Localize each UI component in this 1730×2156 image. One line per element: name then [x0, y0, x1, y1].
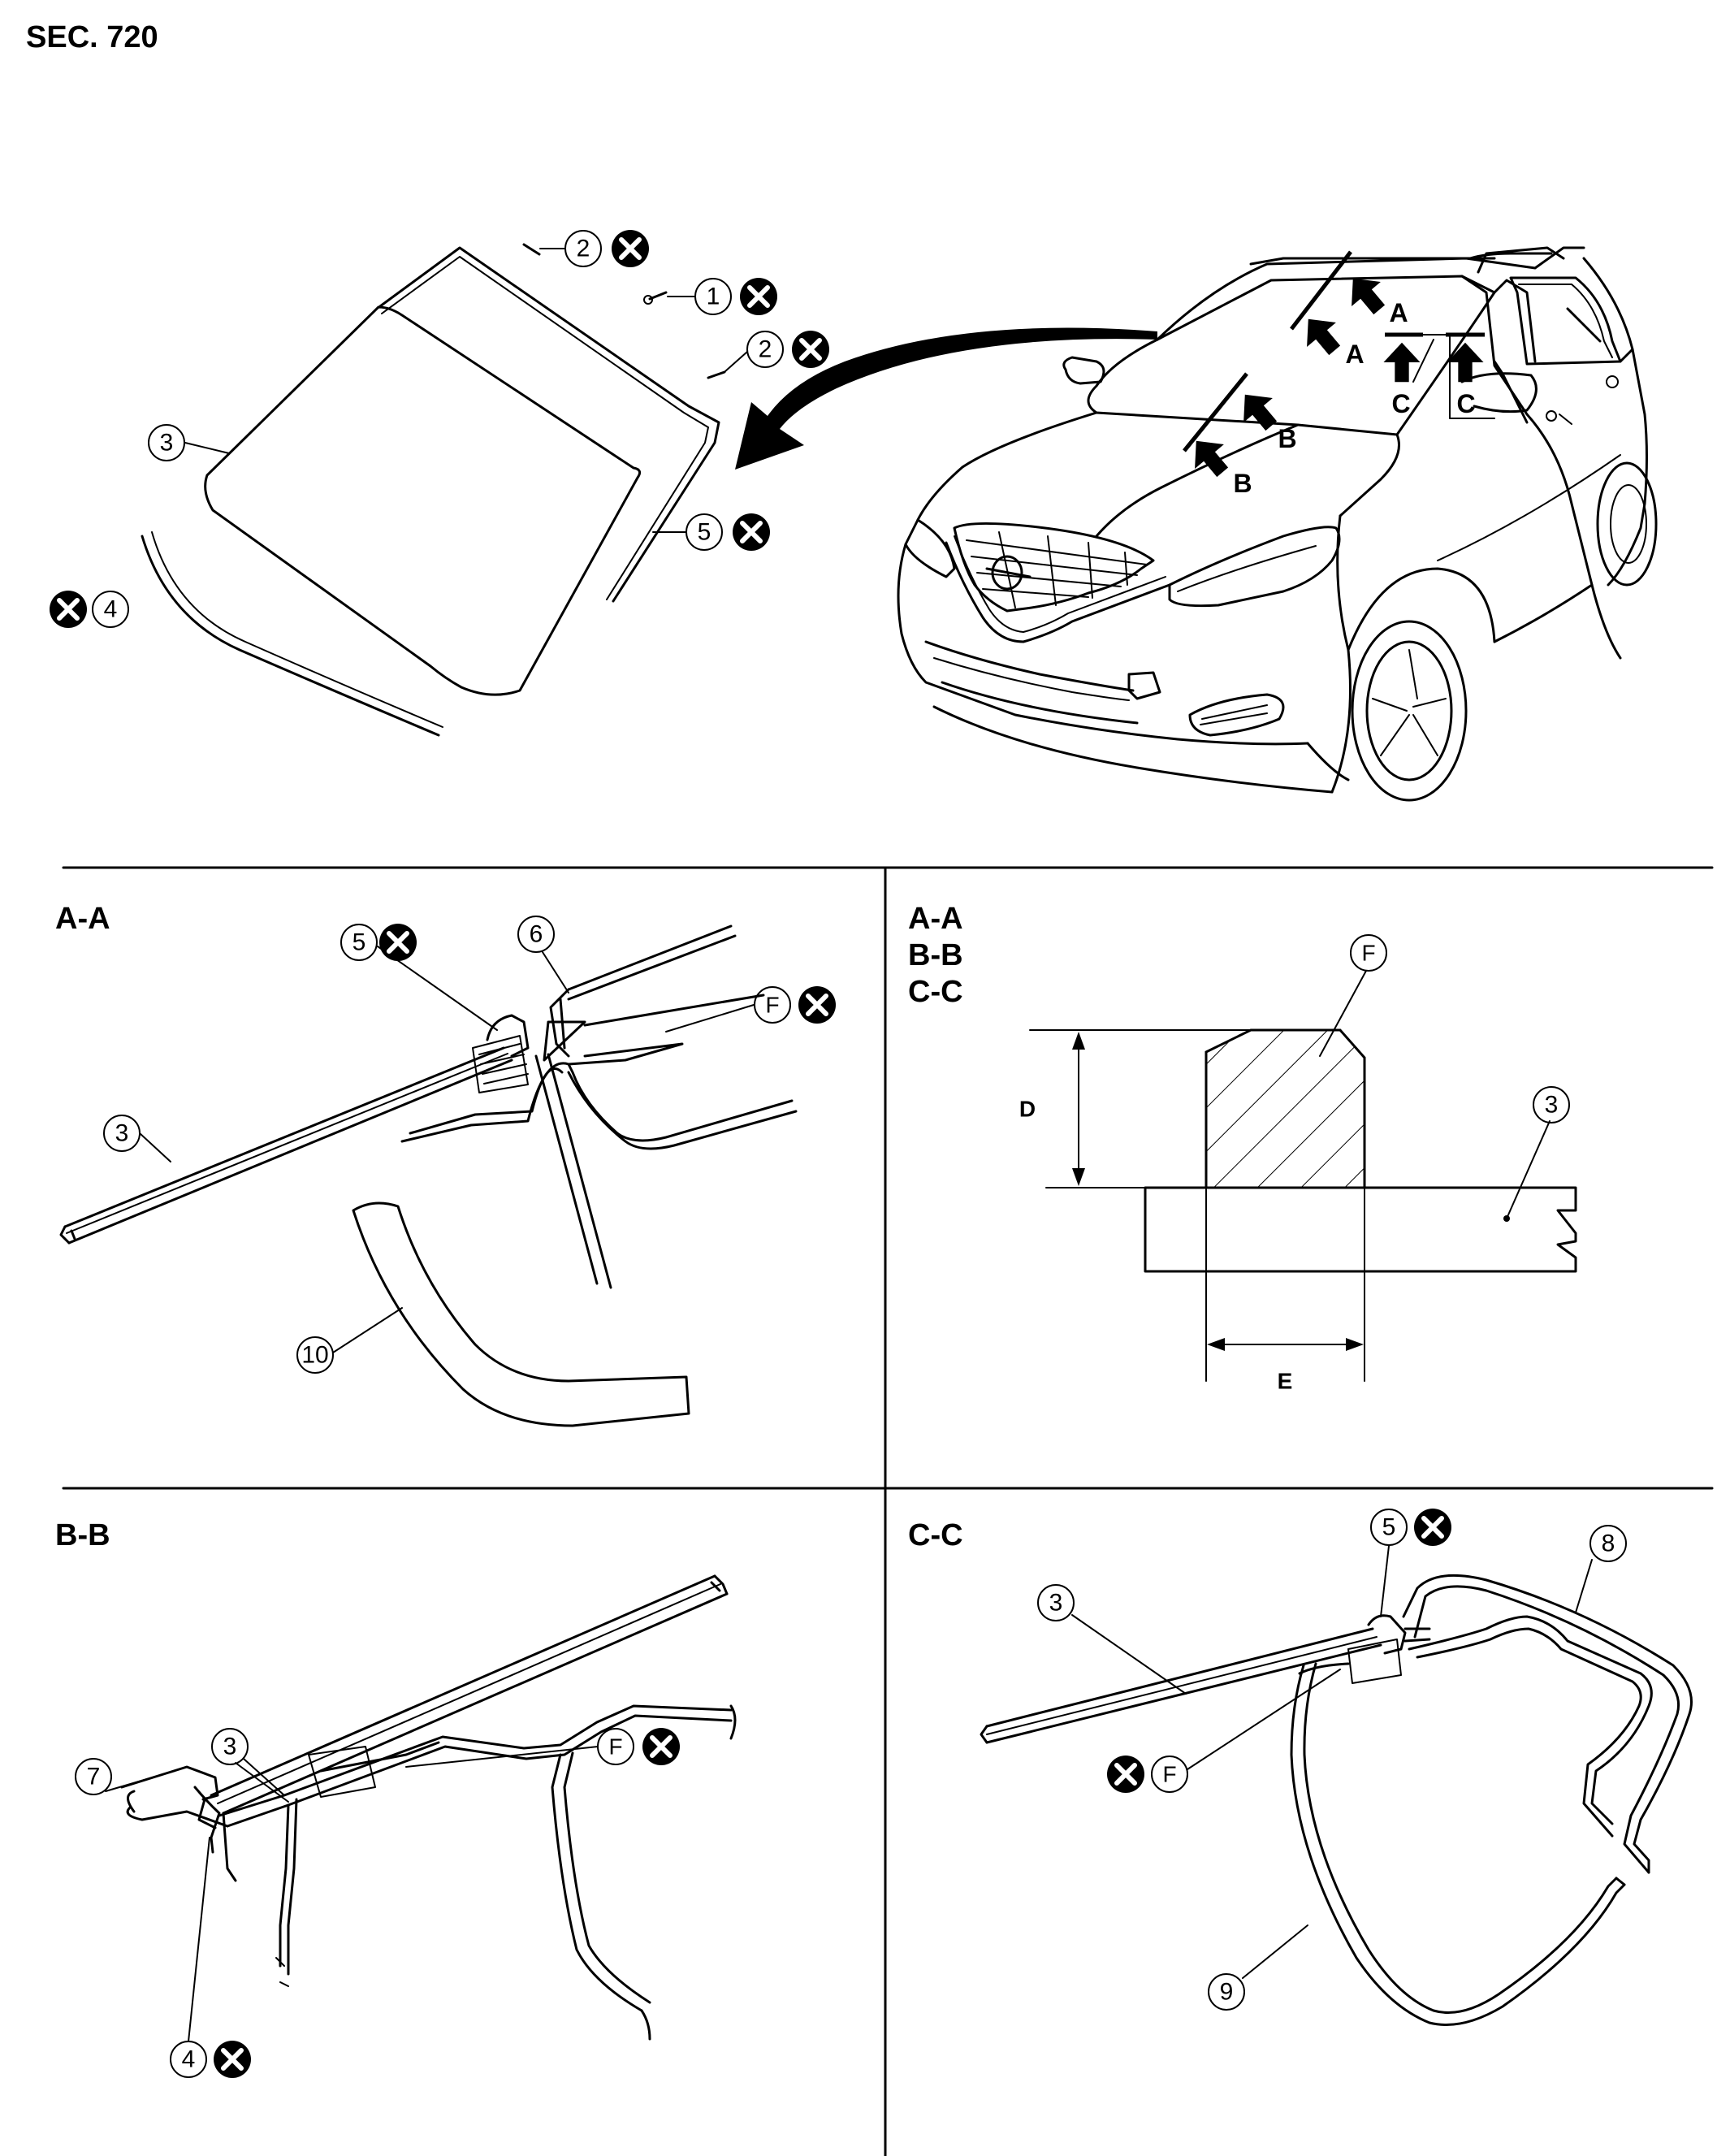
svg-text:B: B: [1233, 469, 1252, 498]
arrow-icon: [1383, 342, 1421, 383]
svg-text:A: A: [1345, 340, 1364, 369]
svg-text:3: 3: [223, 1734, 237, 1760]
svg-text:C: C: [1391, 389, 1410, 418]
callout-2-lower: [746, 331, 784, 368]
x-circle-icon: [733, 513, 770, 551]
svg-text:F: F: [608, 1734, 622, 1760]
svg-text:2: 2: [577, 236, 590, 262]
svg-text:B-B: B-B: [908, 938, 963, 972]
svg-text:7: 7: [87, 1764, 101, 1790]
x-circle-icon: [1107, 1756, 1144, 1793]
svg-text:A: A: [1389, 298, 1408, 327]
panel-title: A-A: [55, 902, 110, 936]
svg-text:C-C: C-C: [908, 975, 963, 1009]
x-circle-icon: [612, 230, 649, 267]
svg-text:B-B: B-B: [55, 1518, 110, 1552]
x-circle-icon: [50, 591, 87, 628]
panel-c-c: C-C 5 8 3 F: [908, 1509, 1693, 2026]
svg-text:3: 3: [1049, 1590, 1063, 1617]
windshield-exploded-view: 2 1 2 3 5 4: [50, 230, 829, 737]
svg-text:C: C: [1456, 389, 1475, 418]
dimension-d: D: [1019, 1097, 1036, 1122]
svg-text:3: 3: [160, 430, 174, 457]
windshield-glass: [204, 305, 642, 696]
svg-text:10: 10: [301, 1342, 328, 1369]
panel-b-b: B-B 3 F: [55, 1518, 737, 2078]
svg-text:3: 3: [115, 1120, 129, 1147]
vehicle-illustration: A A B B C C: [897, 246, 1658, 802]
clip-2-lower: [707, 370, 726, 379]
x-circle-icon: [792, 331, 829, 368]
x-circle-icon: [642, 1728, 680, 1765]
panel-adhesive-detail: A-A B-B C-C D E F 3: [908, 902, 1577, 1394]
svg-text:F: F: [765, 993, 779, 1018]
x-circle-icon: [214, 2041, 251, 2078]
svg-text:5: 5: [352, 929, 366, 956]
callout-2-upper: [564, 230, 602, 267]
callout-1: [694, 278, 732, 315]
svg-text:4: 4: [104, 596, 118, 623]
svg-text:F: F: [1361, 941, 1375, 966]
svg-text:3: 3: [1545, 1092, 1559, 1119]
svg-text:5: 5: [698, 519, 711, 546]
arrow-icon: [1181, 428, 1238, 485]
x-circle-icon: [798, 986, 836, 1024]
callout-4: [92, 591, 129, 628]
molding-4: [141, 535, 440, 737]
molding-5: [378, 246, 720, 603]
svg-text:8: 8: [1602, 1530, 1615, 1557]
clip-2-upper: [522, 243, 541, 256]
callout-5: [686, 513, 723, 551]
arrow-icon: [1338, 266, 1395, 323]
dimension-e: E: [1278, 1369, 1293, 1394]
svg-text:5: 5: [1382, 1514, 1396, 1541]
svg-text:A-A: A-A: [908, 902, 963, 936]
svg-text:2: 2: [759, 336, 772, 363]
svg-text:C-C: C-C: [908, 1518, 963, 1552]
x-circle-icon: [379, 924, 417, 961]
x-circle-icon: [1414, 1509, 1451, 1546]
svg-text:B: B: [1278, 424, 1296, 453]
svg-text:6: 6: [530, 921, 543, 948]
section-label: SEC. 720: [26, 20, 158, 54]
callout-3: [148, 424, 185, 461]
svg-text:1: 1: [707, 284, 720, 310]
assembly-arrow-icon: [735, 327, 1157, 470]
panel-a-a: A-A 5 6: [55, 902, 836, 1427]
x-circle-icon: [740, 278, 777, 315]
pillar-trim-9: [1290, 1664, 1626, 2026]
svg-text:9: 9: [1220, 1979, 1234, 2006]
headliner-10: [352, 1201, 690, 1427]
svg-text:F: F: [1162, 1762, 1176, 1787]
svg-text:4: 4: [182, 2046, 196, 2073]
